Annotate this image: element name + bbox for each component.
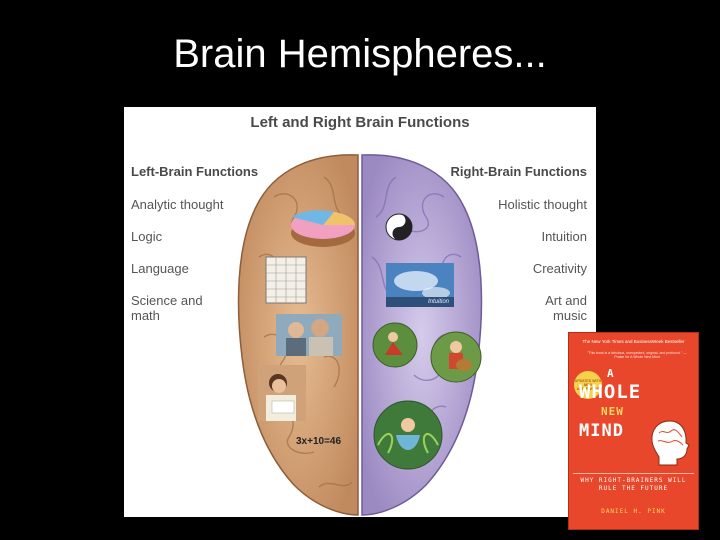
left-brain-heading: Left-Brain Functions — [131, 164, 258, 179]
brain-functions-figure: Intuition — [124, 107, 596, 517]
left-function-science: Science and math — [131, 293, 203, 323]
slide-title: Brain Hemispheres... — [0, 30, 720, 78]
book-title-mind: MIND — [579, 421, 624, 441]
right-function-art: Art and music — [545, 293, 587, 323]
book-tagline: The New York Times and BusinessWeek Best… — [573, 339, 694, 344]
right-brain-heading: Right-Brain Functions — [451, 164, 588, 179]
left-function-logic: Logic — [131, 229, 162, 244]
right-function-holistic: Holistic thought — [498, 197, 587, 212]
yin-yang-icon — [386, 214, 412, 240]
book-cover: The New York Times and BusinessWeek Best… — [568, 332, 699, 530]
book-title-a: A — [607, 367, 615, 380]
right-function-intuition: Intuition — [541, 229, 587, 244]
sky-photo: Intuition — [386, 263, 454, 307]
book-subtitle: WHY RIGHT-BRAINERS WILL RULE THE FUTURE — [573, 473, 694, 493]
pie-chart-icon — [291, 210, 355, 247]
left-function-language: Language — [131, 261, 189, 276]
figure-title: Left and Right Brain Functions — [124, 114, 596, 131]
photo-caption: Intuition — [428, 299, 450, 305]
dancer-illustration — [373, 323, 417, 367]
right-function-creativity: Creativity — [533, 261, 587, 276]
reading-photo — [258, 365, 306, 421]
book-title-new: NEW — [601, 405, 624, 418]
guitarist-illustration — [431, 332, 481, 382]
nature-illustration — [374, 401, 442, 469]
book-blurb: "This book is a fabulous, unexpected, or… — [587, 351, 687, 359]
book-title-whole: WHOLE — [579, 381, 641, 403]
math-equation: 3x+10=46 — [296, 436, 341, 447]
scientists-photo — [276, 314, 342, 356]
head-icon — [649, 419, 691, 467]
left-function-analytic: Analytic thought — [131, 197, 224, 212]
book-author: DANIEL H. PINK — [573, 508, 694, 515]
spreadsheet-icon — [266, 257, 306, 303]
